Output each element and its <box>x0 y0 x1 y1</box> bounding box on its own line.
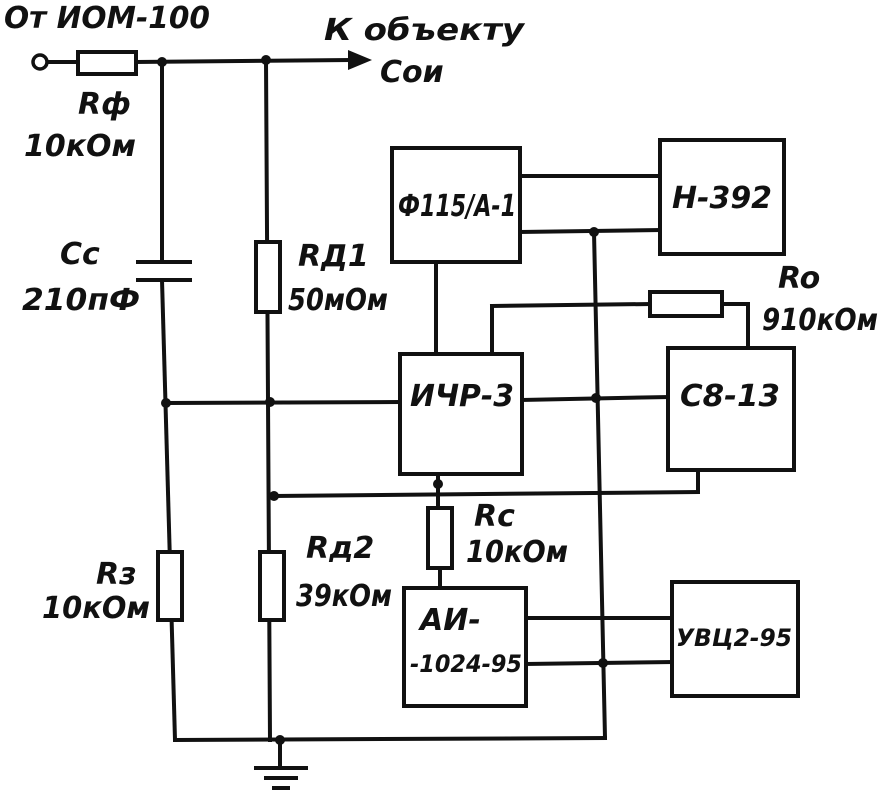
rf-name: Rф <box>78 87 131 122</box>
ro-value: 910кОм <box>762 303 878 338</box>
rf-value: 10кОм <box>24 129 136 164</box>
rd1-value: 50мОм <box>288 283 388 318</box>
rz-name: Rз <box>96 557 137 592</box>
ground-symbol <box>254 766 308 790</box>
rd2-value: 39кОм <box>296 579 392 614</box>
block-uvc <box>670 580 800 698</box>
cc-value: 210пФ <box>22 283 140 318</box>
junction-dots <box>157 55 608 745</box>
rd1-name: RД1 <box>298 239 369 274</box>
block-f115-label: Ф115/А-1 <box>398 189 516 224</box>
block-ichr <box>398 352 524 476</box>
rz-value: 10кОм <box>42 591 150 626</box>
resistor-rf <box>76 50 138 76</box>
block-n392-label: Н-392 <box>672 181 772 216</box>
block-ai-label-1: АИ- <box>418 603 481 638</box>
block-ai <box>402 586 528 708</box>
block-ichr-label: ИЧР-3 <box>410 379 514 414</box>
cc-name: Cс <box>60 237 100 272</box>
block-n392 <box>658 138 786 256</box>
resistor-rd1 <box>254 240 282 314</box>
source-label: От ИОМ-100 <box>4 1 210 36</box>
resistor-ro <box>648 290 724 318</box>
c-oi-label: Cои <box>380 55 444 90</box>
block-s813-label: С8-13 <box>680 379 780 414</box>
resistor-rd2 <box>258 550 286 622</box>
ro-name: Ro <box>778 261 820 296</box>
block-f115 <box>390 146 522 264</box>
rd2-name: Rд2 <box>306 531 374 566</box>
block-s813 <box>666 346 796 472</box>
capacitor-cc <box>136 260 192 282</box>
rc-name: Rс <box>474 499 515 534</box>
resistor-rz <box>156 550 184 622</box>
block-ai-label-2: -1024-95 <box>410 650 522 678</box>
input-terminal <box>31 53 49 71</box>
arrow-to-object <box>348 50 372 70</box>
block-uvc-label: УВЦ2-95 <box>676 624 792 652</box>
rc-value: 10кОм <box>466 535 568 570</box>
to-object-label: К объекту <box>324 13 526 48</box>
resistor-rc <box>426 506 454 570</box>
